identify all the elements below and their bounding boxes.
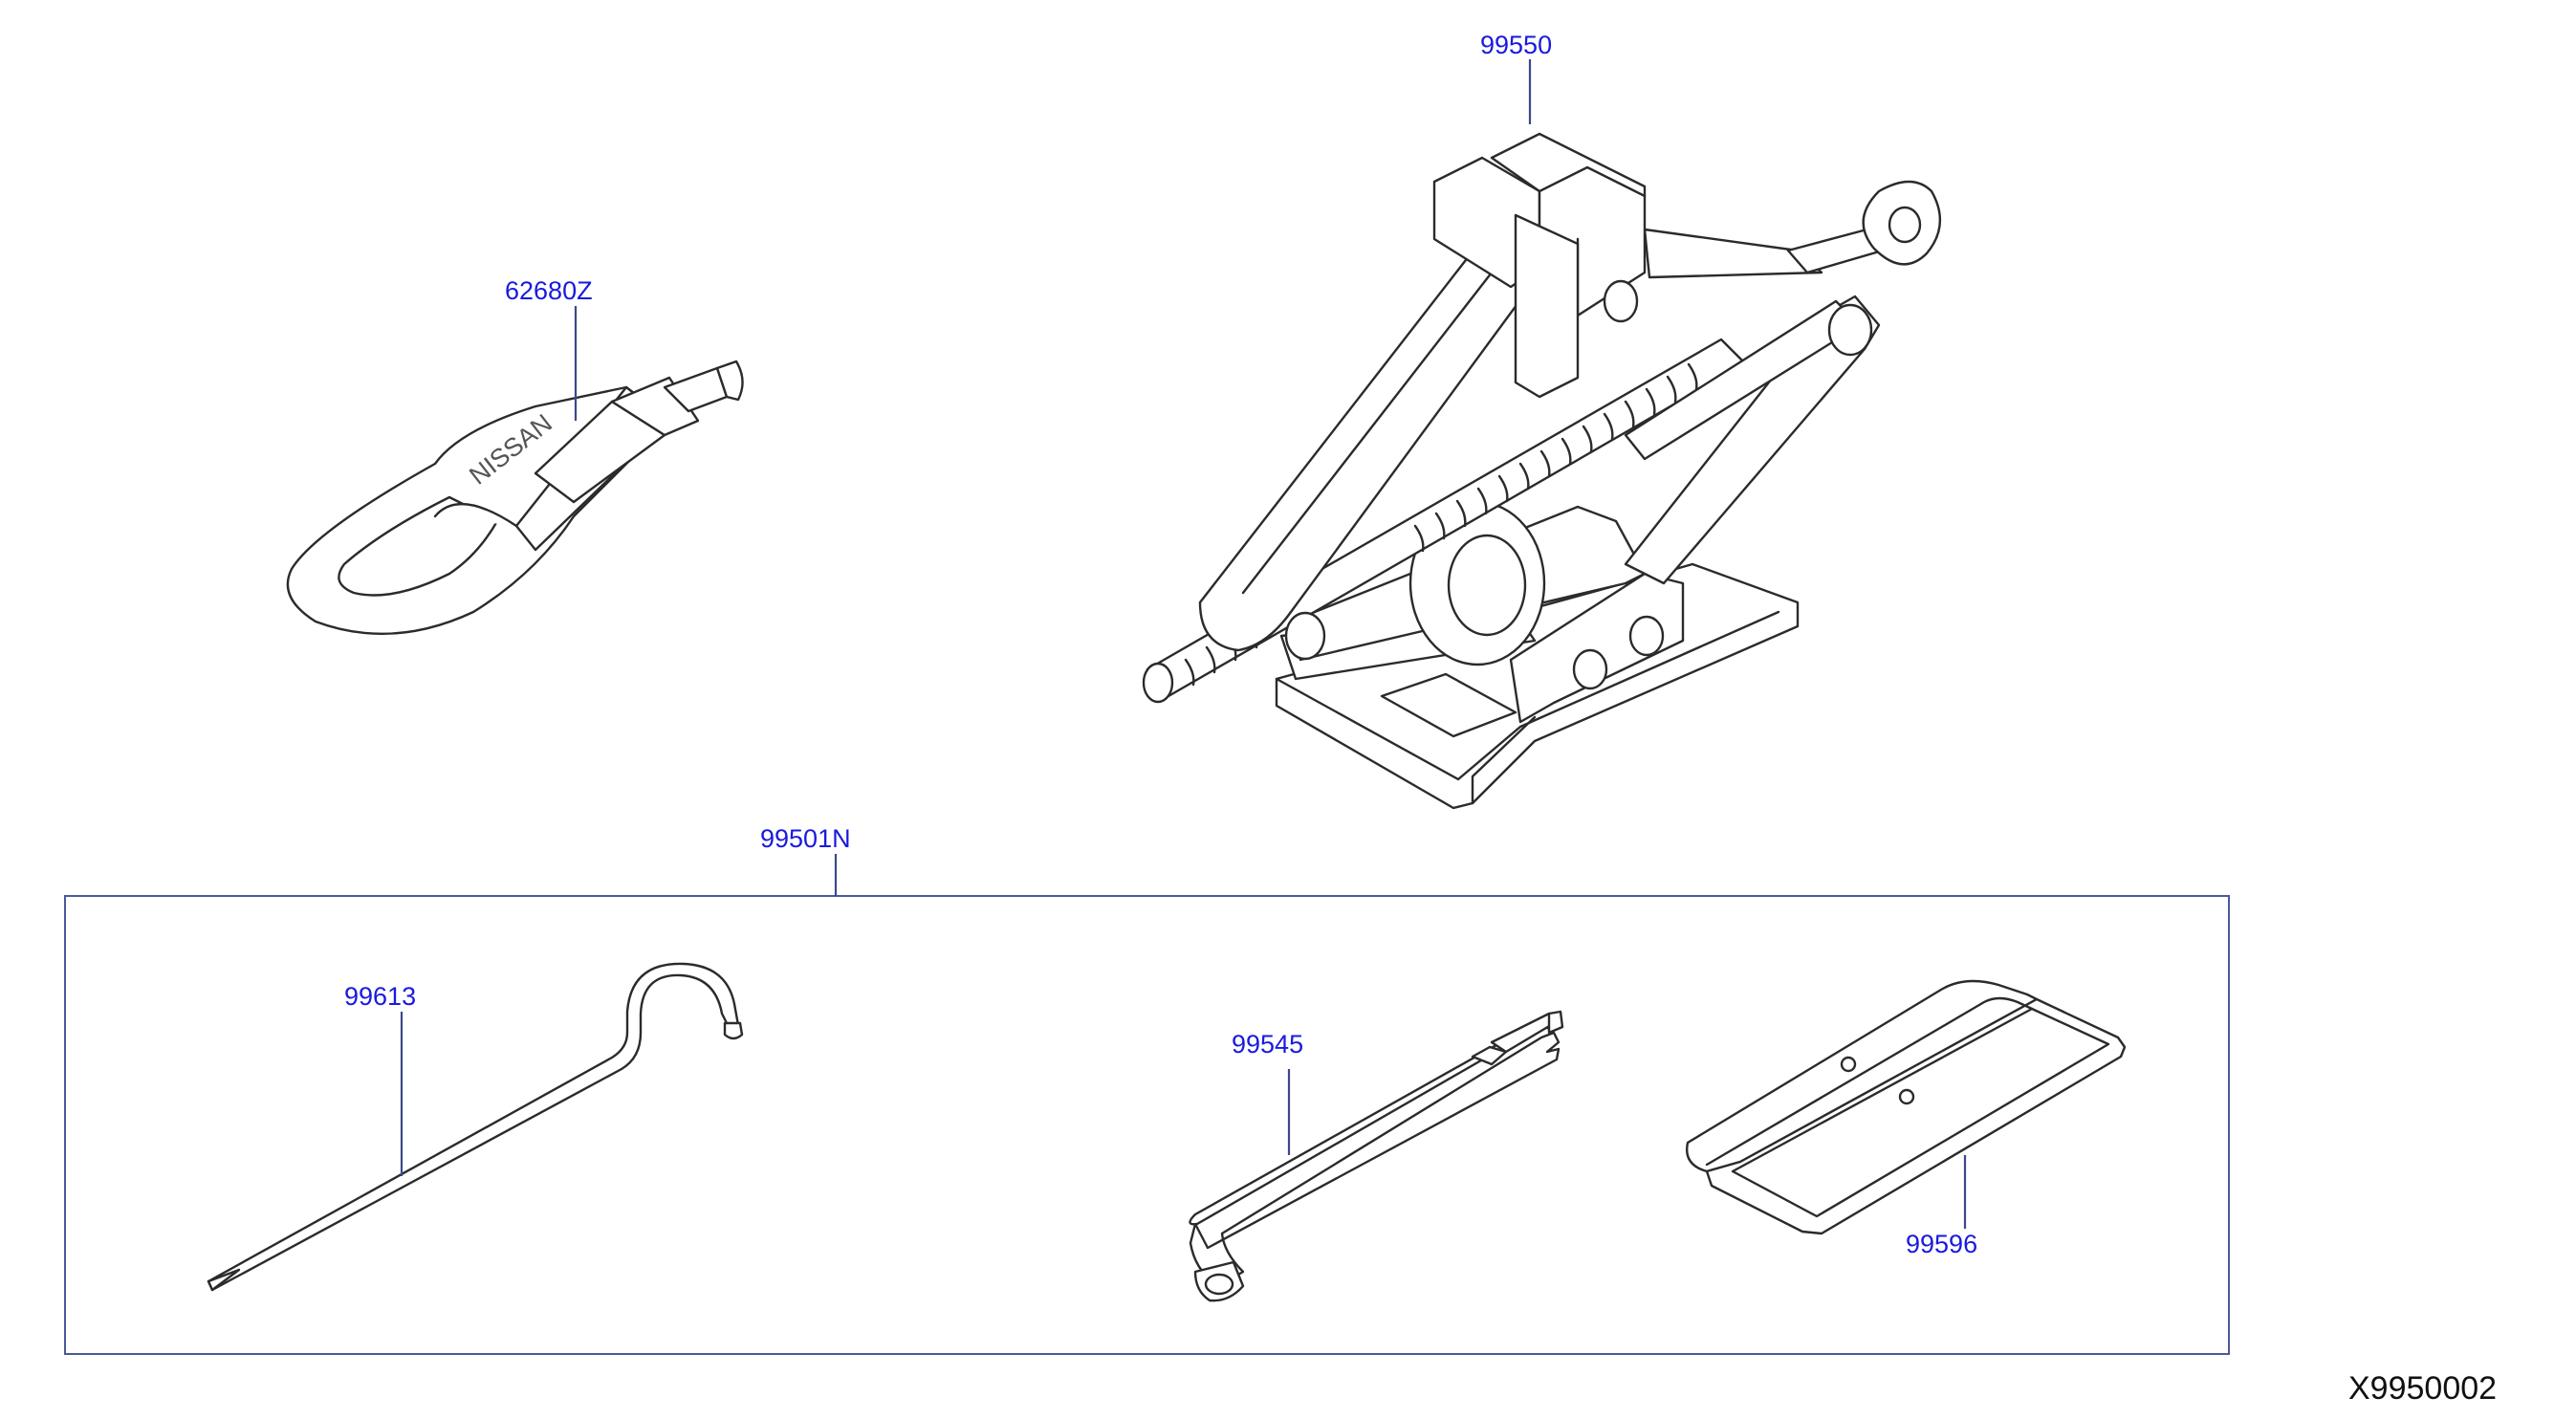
hook-rod-icon: [207, 962, 744, 1292]
wrench-part-number: 99545: [1232, 1030, 1303, 1059]
lug-wrench-icon: [1189, 1010, 1564, 1302]
diagram-reference-code: X9950002: [2348, 1370, 2497, 1407]
kit-part-number: 99501N: [760, 824, 851, 853]
kit-outline: [64, 895, 2230, 1355]
jack-part-number: 99550: [1480, 31, 1552, 59]
base-plate-part-number: 99596: [1906, 1230, 1977, 1258]
tow-hook-icon: [286, 360, 744, 636]
tow-hook-part-number: 62680Z: [505, 276, 593, 305]
base-plate-icon: [1686, 979, 2127, 1235]
hook-rod-part-number: 99613: [344, 982, 416, 1011]
scissor-jack-icon: [1142, 132, 1942, 810]
